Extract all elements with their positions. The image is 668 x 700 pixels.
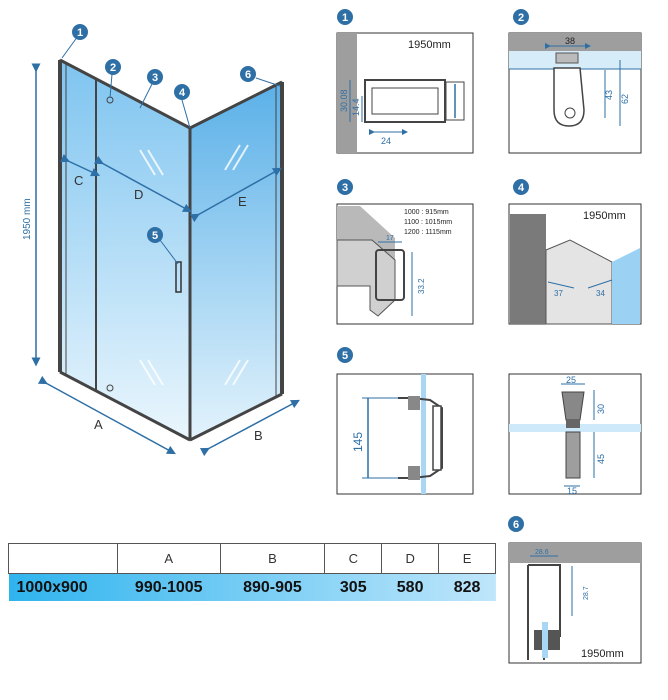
dim-e-label: E — [238, 194, 247, 209]
table-row: 1000x900 990-1005 890-905 305 580 828 — [8, 573, 496, 601]
detail-1-dim1: 30.08 — [339, 89, 349, 112]
detail-1-dim2: 14.4 — [351, 98, 361, 116]
detail-6-size: 1950mm — [581, 648, 624, 660]
detail-3-line3: 1200 : 1115mm — [404, 229, 452, 236]
table-header-cell: A — [116, 543, 221, 574]
dimension-table: A B C D E 1000x900 990-1005 890-905 305 … — [8, 543, 496, 601]
callout-3: 3 — [152, 72, 158, 84]
detail-2-dim2: 43 — [604, 90, 614, 100]
table-cell: 305 — [324, 573, 382, 601]
table-header-cell — [8, 543, 118, 574]
detail-foot: 25 30 45 15 — [508, 373, 642, 496]
detail-4-dim1: 37 — [554, 289, 563, 298]
detail-1-number: 1 — [342, 12, 348, 24]
detail-foot-dim2: 30 — [596, 404, 606, 414]
table-cell: 580 — [381, 573, 439, 601]
table-cell: 890-905 — [220, 573, 325, 601]
detail-2-dim1: 38 — [565, 36, 575, 46]
enclosure-drawing: 1950 mm A B C D E — [22, 58, 300, 457]
callout-5: 5 — [152, 230, 158, 242]
detail-6-dim2: 28.7 — [583, 586, 590, 600]
detail-3-dim2: 33.2 — [417, 278, 426, 294]
detail-5-dim1: 145 — [351, 432, 365, 452]
detail-1-size: 1950mm — [408, 39, 451, 51]
detail-5-number: 5 — [342, 350, 348, 362]
callout-2: 2 — [110, 62, 116, 74]
detail-3-line2: 1100 : 1015mm — [404, 219, 452, 226]
table-header-row: A B C D E — [8, 543, 496, 574]
detail-1-dim3: 24 — [381, 136, 391, 146]
detail-4: 4 1950mm 37 34 — [508, 179, 642, 325]
table-header-cell: C — [324, 543, 383, 574]
detail-3-dim1: 17 — [386, 235, 394, 242]
detail-2-dim3: 62 — [620, 94, 630, 104]
main-callouts: 1 2 3 4 5 6 — [61, 24, 281, 265]
dim-b-label: B — [254, 428, 263, 443]
detail-foot-dim1: 25 — [566, 375, 576, 385]
detail-4-size: 1950mm — [583, 210, 626, 222]
detail-4-dim2: 34 — [596, 289, 605, 298]
detail-5: 5 145 — [336, 347, 474, 495]
detail-foot-dim3: 45 — [596, 454, 606, 464]
table-header-cell: B — [219, 543, 326, 574]
detail-2-number: 2 — [518, 12, 524, 24]
callout-4: 4 — [179, 87, 186, 99]
callout-6: 6 — [245, 69, 251, 81]
table-header-cell: D — [381, 543, 440, 574]
table-cell: 828 — [438, 573, 496, 601]
dim-c-label: C — [74, 173, 83, 188]
detail-3-line1: 1000 : 915mm — [404, 209, 449, 216]
dim-a-label: A — [94, 417, 103, 432]
detail-6: 6 28.6 28.7 1950mm — [508, 516, 642, 664]
detail-foot-dim4: 15 — [567, 486, 577, 496]
detail-1: 1 1950mm 30.08 14.4 24 — [336, 9, 474, 154]
height-dim-label: 1950 mm — [22, 198, 33, 240]
dim-d-label: D — [134, 187, 143, 202]
detail-6-dim1: 28.6 — [535, 549, 549, 556]
callout-1: 1 — [77, 27, 83, 39]
table-cell-model: 1000x900 — [8, 573, 118, 601]
detail-6-number: 6 — [513, 519, 519, 531]
detail-3-number: 3 — [342, 182, 348, 194]
table-cell: 990-1005 — [117, 573, 221, 601]
table-header-cell: E — [438, 543, 496, 574]
detail-2: 2 38 43 62 — [508, 9, 642, 154]
detail-4-number: 4 — [518, 182, 525, 194]
detail-3: 3 1000 : 915mm 1100 : 1015mm 1200 : 1115… — [336, 179, 474, 325]
